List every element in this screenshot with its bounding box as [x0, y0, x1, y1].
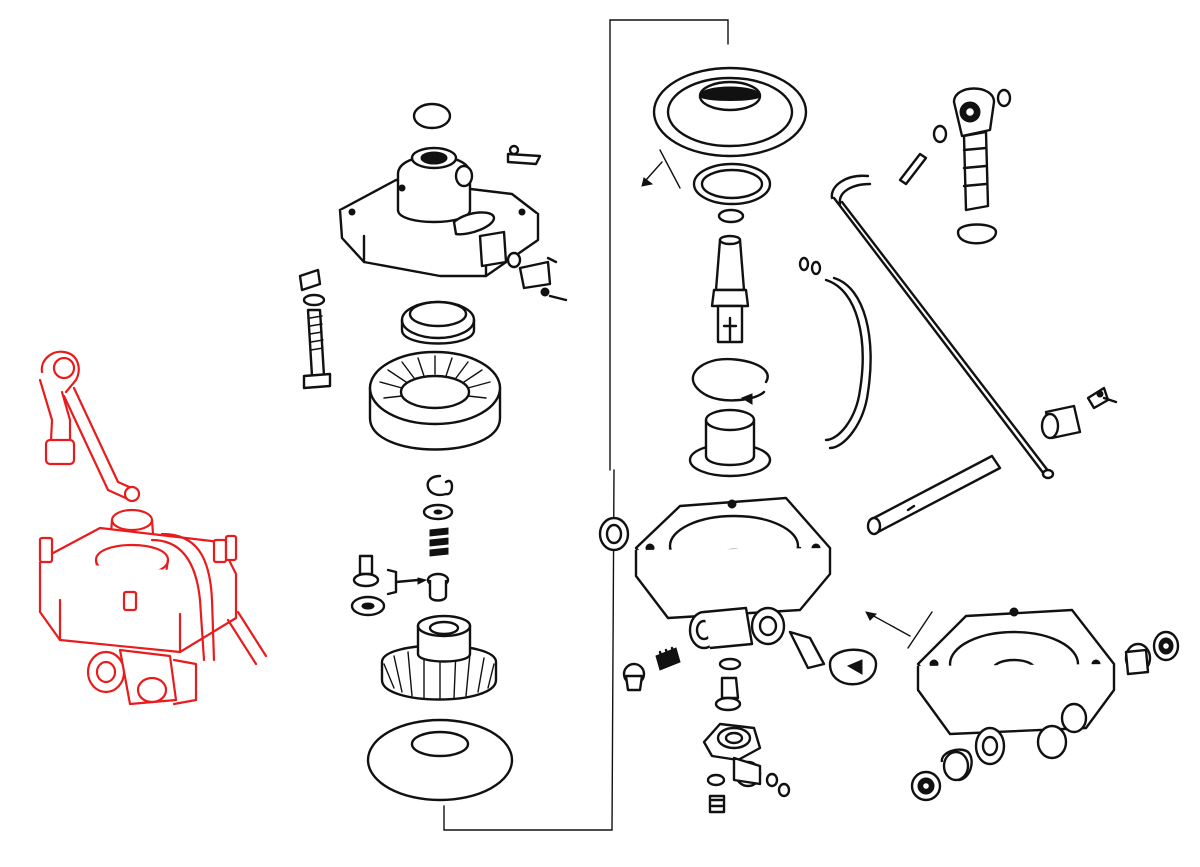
- diaphragm: [652, 66, 808, 158]
- plunger: [710, 234, 750, 344]
- lower-fitting: [702, 657, 791, 814]
- o-ring: [641, 149, 772, 224]
- cover-housing: [338, 102, 568, 302]
- assembly-bracket: [443, 19, 729, 831]
- elbow-fitting: [898, 87, 1012, 245]
- long-bolt: [298, 268, 332, 390]
- bottom-gasket: [366, 718, 514, 802]
- sleeve: [688, 408, 772, 478]
- assembled-valve: [38, 350, 268, 706]
- hose: [798, 256, 872, 450]
- snap-ring: [691, 357, 769, 405]
- valve-body: [598, 496, 832, 650]
- bottom-gear: [380, 614, 498, 701]
- pin-sleeve: [866, 386, 1118, 536]
- spring-stack: [350, 474, 454, 617]
- piston-disc: [368, 350, 502, 451]
- seal-ring: [400, 300, 476, 345]
- lower-body: [865, 607, 1180, 802]
- side-parts: [622, 630, 878, 692]
- lever-arm: [830, 174, 1055, 480]
